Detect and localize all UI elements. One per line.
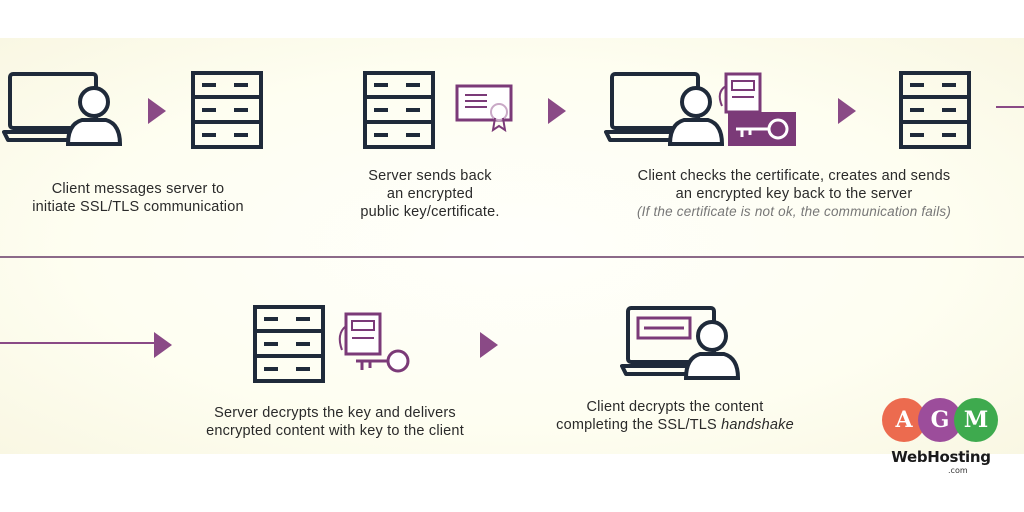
caption-line: public key/certificate. — [360, 204, 500, 220]
caption-line: an encrypted key back to the server — [675, 186, 913, 202]
caption-line: Client messages server to — [51, 181, 225, 197]
server-icon — [362, 70, 436, 150]
arrow-right-icon — [478, 330, 500, 360]
arrow-right-icon — [146, 96, 168, 126]
document-icon — [714, 72, 764, 118]
logo-sub: .com — [948, 466, 968, 475]
connector-line — [0, 342, 156, 344]
caption-emphasis: handshake — [721, 417, 794, 433]
caption-text: completing the SSL/TLS — [556, 417, 722, 433]
arrow-right-icon — [152, 330, 174, 360]
caption-line: Server decrypts the key and delivers — [214, 405, 456, 421]
arrow-right-icon — [836, 96, 858, 126]
client-laptop-icon — [620, 304, 740, 384]
step-4-caption: Server decrypts the key and delivers enc… — [160, 404, 510, 440]
step-2-caption: Server sends back an encrypted public ke… — [330, 167, 530, 221]
step-5-caption: Client decrypts the content completing t… — [520, 398, 830, 434]
caption-line: Client decrypts the content — [586, 399, 764, 415]
server-icon — [190, 70, 264, 150]
agm-webhosting-logo[interactable]: A G M WebHosting .com — [882, 398, 1000, 478]
caption-line: Client checks the certificate, creates a… — [637, 168, 951, 184]
caption-line: encrypted content with key to the client — [206, 423, 464, 439]
key-icon — [728, 112, 798, 148]
row-divider — [0, 256, 1024, 258]
caption-line: an encrypted — [386, 186, 474, 202]
client-laptop-icon — [2, 70, 122, 150]
server-icon — [898, 70, 972, 150]
caption-note: (If the certificate is not ok, the commu… — [636, 204, 952, 219]
logo-letter-m: M — [954, 398, 998, 442]
client-laptop-icon — [604, 70, 724, 150]
document-icon — [334, 312, 384, 362]
caption-line: Server sends back — [368, 168, 492, 184]
arrow-right-icon — [546, 96, 568, 126]
step-3-caption: Client checks the certificate, creates a… — [584, 167, 1004, 221]
step-1-caption: Client messages server to initiate SSL/T… — [0, 180, 276, 216]
connector-line — [996, 106, 1024, 108]
certificate-icon — [455, 84, 515, 134]
caption-line: initiate SSL/TLS communication — [32, 199, 244, 215]
caption-line: completing the SSL/TLS handshake — [520, 416, 830, 434]
logo-name: WebHosting — [891, 448, 991, 466]
key-icon — [354, 346, 414, 376]
server-icon — [252, 304, 326, 384]
